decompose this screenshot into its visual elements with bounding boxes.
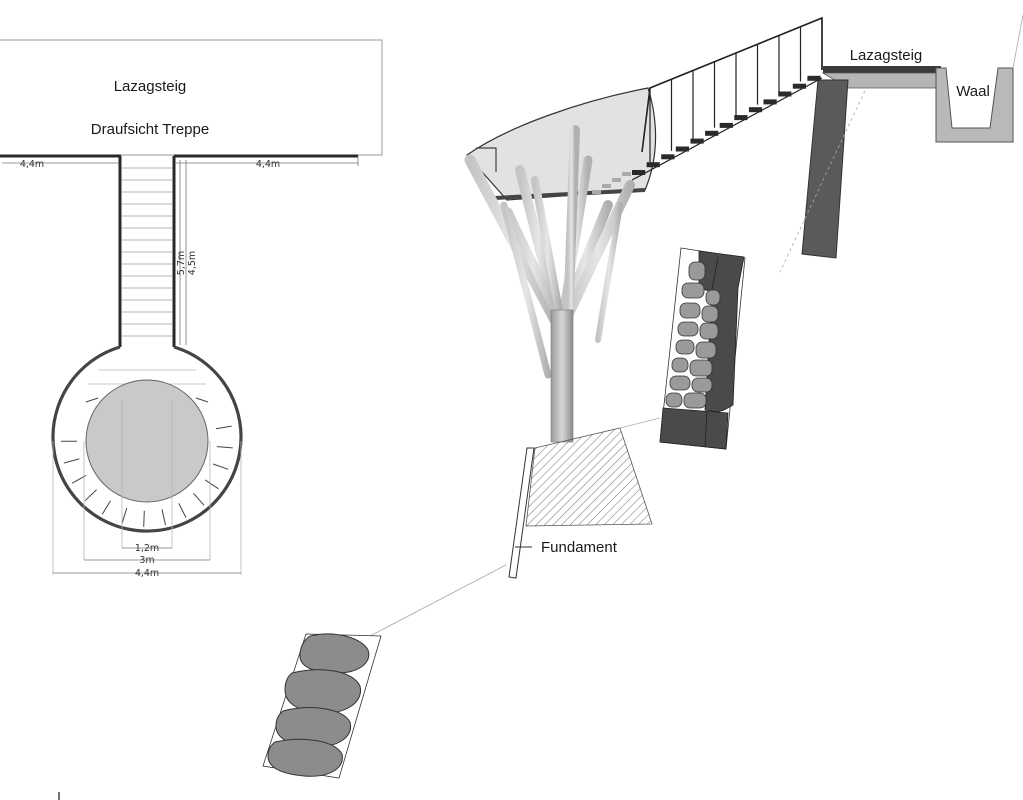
stair-step-lower — [592, 190, 601, 194]
dim-stair-long: 5,7m — [176, 251, 187, 275]
dim-inner-circle: 1,2m — [135, 543, 159, 554]
radial-tick — [85, 397, 99, 403]
stair-step — [646, 162, 660, 168]
wall-stone — [679, 302, 701, 319]
radial-tick — [195, 397, 209, 403]
wall-stone — [699, 322, 719, 340]
dim-path-left: 4,4m — [20, 159, 44, 170]
wall-stone — [665, 392, 683, 408]
platform-circle — [85, 379, 209, 503]
tree-trunk — [550, 309, 574, 443]
wall-stone — [681, 282, 705, 299]
wall-stones — [665, 261, 721, 409]
wall-stone — [677, 321, 699, 337]
radial-tick — [193, 492, 205, 506]
wall-stone — [669, 375, 691, 391]
dim-stair-short: 4,5m — [187, 251, 198, 275]
leader-detail-b — [369, 564, 507, 637]
gabion-detail — [262, 633, 382, 779]
stair-treads — [122, 167, 172, 337]
leader-post — [779, 79, 871, 273]
radial-tick — [84, 489, 97, 502]
wall-stone — [691, 377, 713, 393]
stair-step-lower — [612, 178, 621, 182]
radial-tick — [216, 446, 233, 449]
waal-channel — [935, 67, 1014, 143]
foundation-plank — [508, 447, 535, 579]
radial-tick — [212, 463, 229, 470]
vertical-guides — [52, 400, 242, 575]
stair-step — [778, 91, 792, 97]
path-band — [0, 39, 383, 156]
radial-tick — [178, 503, 187, 518]
plan-path-label: Lazagsteig — [114, 78, 187, 95]
radial-tick — [161, 509, 166, 526]
radial-tick — [121, 507, 128, 524]
dim-middle-circle: 3m — [139, 555, 154, 566]
radial-tick — [204, 479, 219, 490]
outer-circle — [51, 345, 243, 533]
stair-step — [792, 83, 806, 89]
stair-section — [592, 16, 823, 194]
stair-step — [675, 146, 689, 152]
dim-path-right: 4,4m — [256, 159, 280, 170]
stair-step — [748, 107, 763, 113]
wall-stone — [671, 357, 689, 373]
leader-top-right — [1012, 14, 1023, 69]
stair-step-lower — [602, 184, 611, 188]
support-post — [801, 79, 849, 259]
stair-dimensions — [179, 160, 187, 345]
radial-tick — [215, 425, 232, 430]
stair-step — [690, 138, 704, 144]
path-deck — [823, 66, 941, 73]
stair-step — [705, 130, 719, 136]
waal-label: Waal — [956, 83, 990, 100]
plan-view: Lazagsteig Draufsicht Treppe 4,4m 4,4m — [0, 39, 383, 579]
wall-stone — [695, 341, 717, 359]
stair-step — [734, 115, 748, 121]
plan-title: Draufsicht Treppe — [91, 121, 209, 138]
stair-step — [719, 122, 733, 128]
circle-dimensions — [53, 547, 241, 574]
wall-base-block — [659, 407, 729, 450]
stair-step — [763, 99, 777, 105]
section-path-label: Lazagsteig — [850, 47, 923, 64]
wall-stone — [683, 392, 707, 409]
wall-stone — [689, 359, 713, 377]
wall-stone — [675, 339, 695, 355]
stair-step — [661, 154, 675, 160]
section-view: Lazagsteig Waal — [58, 14, 1023, 800]
stair-step — [807, 75, 821, 81]
path-dimension — [2, 156, 359, 166]
tree-branches — [464, 125, 635, 379]
stair-stringer — [631, 77, 823, 181]
dim-outer-circle: 4,4m — [135, 568, 159, 579]
radial-tick — [143, 510, 145, 527]
railing-bracket — [476, 147, 497, 172]
foundation-label: Fundament — [541, 539, 618, 556]
leader-detail-a — [619, 417, 661, 429]
wall-stone — [705, 289, 721, 306]
radial-ticks — [60, 397, 233, 527]
stair-step — [632, 170, 646, 175]
wall-stone — [701, 305, 719, 323]
stair-step-lower — [622, 172, 631, 176]
foundation — [525, 427, 653, 527]
radial-tick — [101, 500, 111, 515]
wall-stone — [688, 261, 706, 281]
radial-tick — [63, 458, 80, 464]
